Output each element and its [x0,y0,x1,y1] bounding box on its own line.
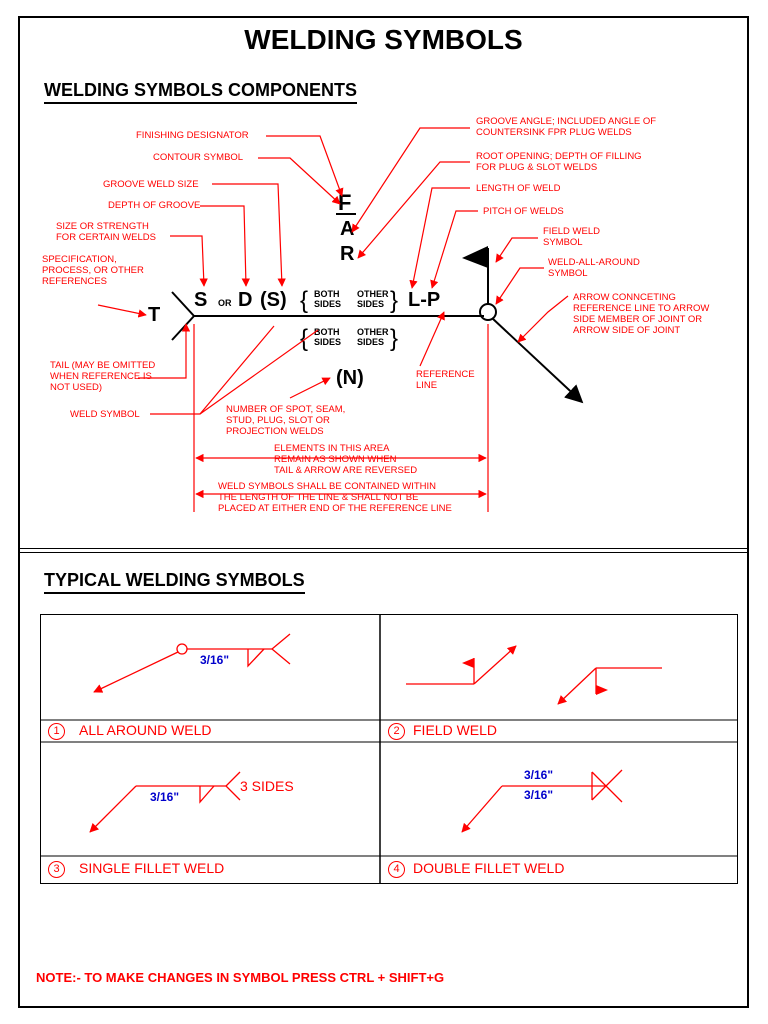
panel-4-caption: 4 DOUBLE FILLET WELD [388,860,564,878]
label-allaround-2: SYMBOL [548,268,588,279]
label-num-2: STUD, PLUG, SLOT OR [226,415,330,426]
label-groove-angle-2: COUNTERSINK FPR PLUG WELDS [476,127,632,138]
label-arrow-4: ARROW SIDE OF JOINT [573,325,680,336]
sides-1: SIDES [314,299,341,309]
label-arrow-3: SIDE MEMBER OF JOINT OR [573,314,702,325]
label-root-1: ROOT OPENING; DEPTH OF FILLING [476,151,642,162]
symbol-A: A [340,218,354,240]
page-frame [18,16,749,1008]
panel-4-caption-text: DOUBLE FILLET WELD [413,860,565,876]
label-tail-1: TAIL (MAY BE OMITTED [50,360,155,371]
panel-4-size-top: 3/16" [524,768,553,782]
symbol-S: S [194,289,207,311]
sides-2: SIDES [314,337,341,347]
panel-2-flag-2-icon [596,685,608,695]
label-length: LENGTH OF WELD [476,183,561,194]
arrow-line [491,317,584,404]
label-num-1: NUMBER OF SPOT, SEAM, [226,404,345,415]
label-tail-3: NOT USED) [50,382,102,393]
components-heading: WELDING SYMBOLS COMPONENTS [44,80,358,104]
panel-4-size-bottom: 3/16" [524,788,553,802]
panel-1-caption: 1 ALL AROUND WELD [48,722,212,740]
other-2: OTHER [357,327,389,337]
panel-3-caption: 3 SINGLE FILLET WELD [48,860,224,878]
brace-right-bottom: } [390,325,398,352]
label-size-2: FOR CERTAIN WELDS [56,232,156,243]
brace-left-top: { [300,287,308,314]
reference-line-group [171,246,584,404]
label-num-3: PROJECTION WELDS [226,426,324,437]
label-depth: DEPTH OF GROOVE [108,200,200,211]
label-spec-3: REFERENCES [42,276,107,287]
weld-all-around-icon [479,303,497,321]
shortcut-note: NOTE:- TO MAKE CHANGES IN SYMBOL PRESS C… [36,970,445,985]
section-divider [18,548,749,549]
both-1: BOTH [314,289,340,299]
label-elem-2: REMAIN AS SHOWN WHEN [274,454,397,465]
label-contour: CONTOUR SYMBOL [153,152,243,163]
osides-1: SIDES [357,299,384,309]
label-spec-2: PROCESS, OR OTHER [42,265,144,276]
osides-2: SIDES [357,337,384,347]
panel-2-caption-text: FIELD WELD [413,722,498,738]
label-groove-size: GROOVE WELD SIZE [103,179,199,190]
label-pitch: PITCH OF WELDS [483,206,564,217]
leader-lines [97,127,569,512]
panel-3-number: 3 [48,861,65,878]
section-divider-2 [18,552,749,553]
label-ws-3: PLACED AT EITHER END OF THE REFERENCE LI… [218,503,452,514]
label-arrow-1: ARROW CONNCETING [573,292,676,303]
panel-1-size: 3/16" [200,653,229,667]
label-root-2: FOR PLUG & SLOT WELDS [476,162,597,173]
symbol-T: T [148,304,160,326]
label-spec-1: SPECIFICATION, [42,254,117,265]
symbol-S-paren: (S) [260,289,287,311]
panel-2-flag-1-icon [462,658,474,668]
label-ws-1: WELD SYMBOLS SHALL BE CONTAINED WITHIN [218,481,436,492]
brace-left-bottom: { [300,325,308,352]
label-weld-symbol: WELD SYMBOL [70,409,140,420]
field-weld-flag-icon [462,246,488,268]
panel-1-symbol [93,633,291,693]
both-2: BOTH [314,327,340,337]
typical-heading: TYPICAL WELDING SYMBOLS [44,570,305,594]
label-finishing: FINISHING DESIGNATOR [136,130,249,141]
symbol-or: OR [218,298,232,308]
panel-4-symbol [461,769,623,833]
tail-symbol [171,291,196,341]
symbol-N: (N) [336,367,364,389]
symbol-D: D [238,289,252,311]
panel-4-number: 4 [388,861,405,878]
panel-2-caption: 2 FIELD WELD [388,722,497,740]
symbol-LP: L-P [408,289,440,311]
label-tail-2: WHEN REFERENCE IS [50,371,152,382]
label-elem-1: ELEMENTS IN THIS AREA [274,443,390,454]
panel-3-caption-text: SINGLE FILLET WELD [79,860,225,876]
typical-panels-frame [40,614,738,884]
other-1: OTHER [357,289,389,299]
label-ref-1: REFERENCE [416,369,475,380]
label-allaround-1: WELD-ALL-AROUND [548,257,640,268]
label-arrow-2: REFERENCE LINE TO ARROW [573,303,709,314]
panel-3-note: 3 SIDES [240,778,294,794]
brace-right-top: } [390,287,398,314]
label-field-2: SYMBOL [543,237,583,248]
panel-3-size: 3/16" [150,790,179,804]
symbol-R: R [340,243,355,265]
panel-1-number: 1 [48,723,65,740]
symbol-F: F [338,190,351,215]
label-ref-2: LINE [416,380,437,391]
label-size-1: SIZE OR STRENGTH [56,221,149,232]
panel-3-symbol [89,771,241,833]
typical-panels: 3/16" 3/16" 3 SIDES 3/16" [40,614,738,884]
page-title: WELDING SYMBOLS [244,24,523,55]
label-field-1: FIELD WELD [543,226,600,237]
label-groove-angle-1: GROOVE ANGLE; INCLUDED ANGLE OF [476,116,656,127]
panel-1-caption-text: ALL AROUND WELD [79,722,212,738]
panel-2-number: 2 [388,723,405,740]
label-elem-3: TAIL & ARROW ARE REVERSED [274,465,417,476]
